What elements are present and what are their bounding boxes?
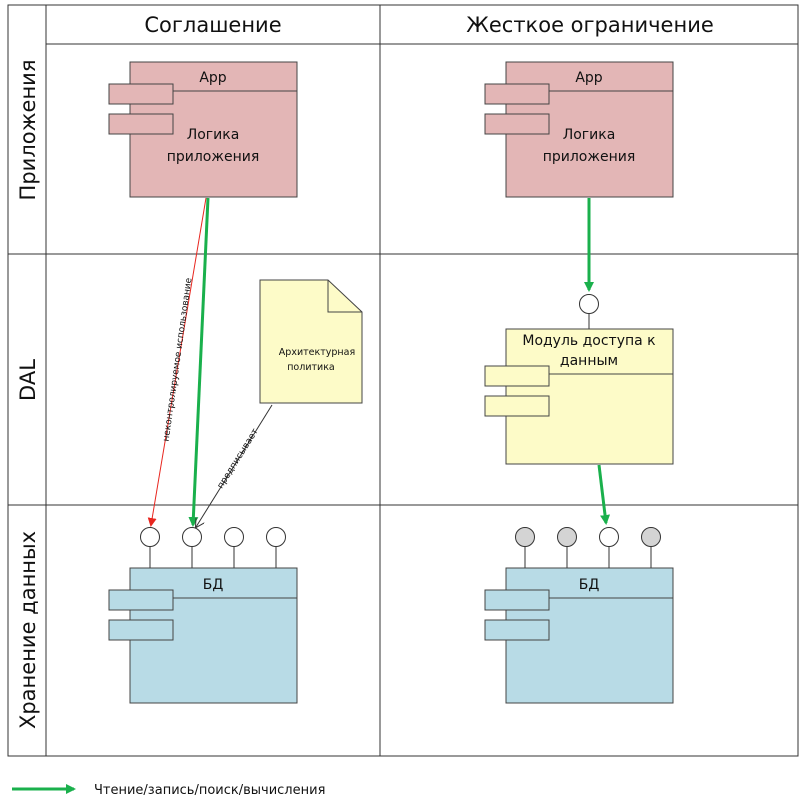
left-db-title: БД <box>203 577 224 593</box>
policy-note-fold <box>327 280 362 313</box>
left-read-write-arrow <box>188 197 210 527</box>
column-header-agreement: Соглашение <box>144 13 281 37</box>
dal-module-port-bottom <box>484 395 550 417</box>
left-app-title: App <box>199 70 226 86</box>
left-db-interfaces <box>140 527 286 568</box>
left-db-port-bottom <box>108 619 174 641</box>
dal-module-port-top <box>484 365 550 387</box>
left-db-interface-3 <box>224 527 244 547</box>
policy-note-shape <box>259 279 363 404</box>
dal-module-title-line2: данным <box>560 353 618 369</box>
row-header-applications: Приложения <box>16 60 40 201</box>
legend-label: Чтение/запись/поиск/вычисления <box>94 783 325 798</box>
uncontrolled-usage-label: неконтролируемое использование <box>162 277 195 442</box>
right-app-port-top <box>484 83 550 105</box>
policy-note-line2: политика <box>287 362 335 373</box>
right-db-port-top <box>484 589 550 611</box>
grid-outer <box>7 4 799 757</box>
left-db-interface-2 <box>182 527 202 547</box>
legend: Чтение/запись/поиск/вычисления <box>12 783 325 798</box>
left-app-body-line2: приложения <box>167 149 260 165</box>
left-db-port-top <box>108 589 174 611</box>
prescribes-arrow <box>196 404 273 527</box>
dal-to-db-arrow <box>597 464 611 525</box>
dal-module-title-line1: Модуль доступа к <box>522 333 655 349</box>
row-header-data-storage: Хранение данных <box>16 531 40 729</box>
left-db-interface-1 <box>140 527 160 547</box>
right-app-body-line1: Логика <box>563 127 616 143</box>
left-db-interface-4 <box>266 527 286 547</box>
right-app-body-line2: приложения <box>543 149 636 165</box>
prescribes-label: предписывает <box>216 427 261 491</box>
right-db-component: БД <box>484 567 674 704</box>
column-header-hard-constraint: Жесткое ограничение <box>466 13 714 37</box>
left-app-body-line1: Логика <box>187 127 240 143</box>
left-db-component: БД <box>108 567 298 704</box>
right-db-interfaces <box>515 527 661 568</box>
right-db-interface-3 <box>599 527 619 547</box>
dal-interface-circle <box>579 294 599 314</box>
right-db-interface-2 <box>557 527 577 547</box>
left-app-port-bottom <box>108 113 174 135</box>
right-db-interface-4 <box>641 527 661 547</box>
right-app-component: App Логика приложения <box>484 61 674 198</box>
right-db-title: БД <box>579 577 600 593</box>
right-db-interface-1 <box>515 527 535 547</box>
dal-module-component: Модуль доступа к данным <box>484 328 674 465</box>
policy-note-line1: Архитектурная <box>279 347 355 358</box>
dal-interface <box>579 294 599 329</box>
right-db-port-bottom <box>484 619 550 641</box>
right-app-title: App <box>575 70 602 86</box>
left-app-component: App Логика приложения <box>108 61 298 198</box>
right-app-port-bottom <box>484 113 550 135</box>
uncontrolled-usage-arrow <box>147 197 207 527</box>
left-app-port-top <box>108 83 174 105</box>
swimlane-grid <box>7 4 799 757</box>
left-policy-note: Архитектурная политика <box>259 279 363 404</box>
row-header-dal: DAL <box>16 359 40 401</box>
